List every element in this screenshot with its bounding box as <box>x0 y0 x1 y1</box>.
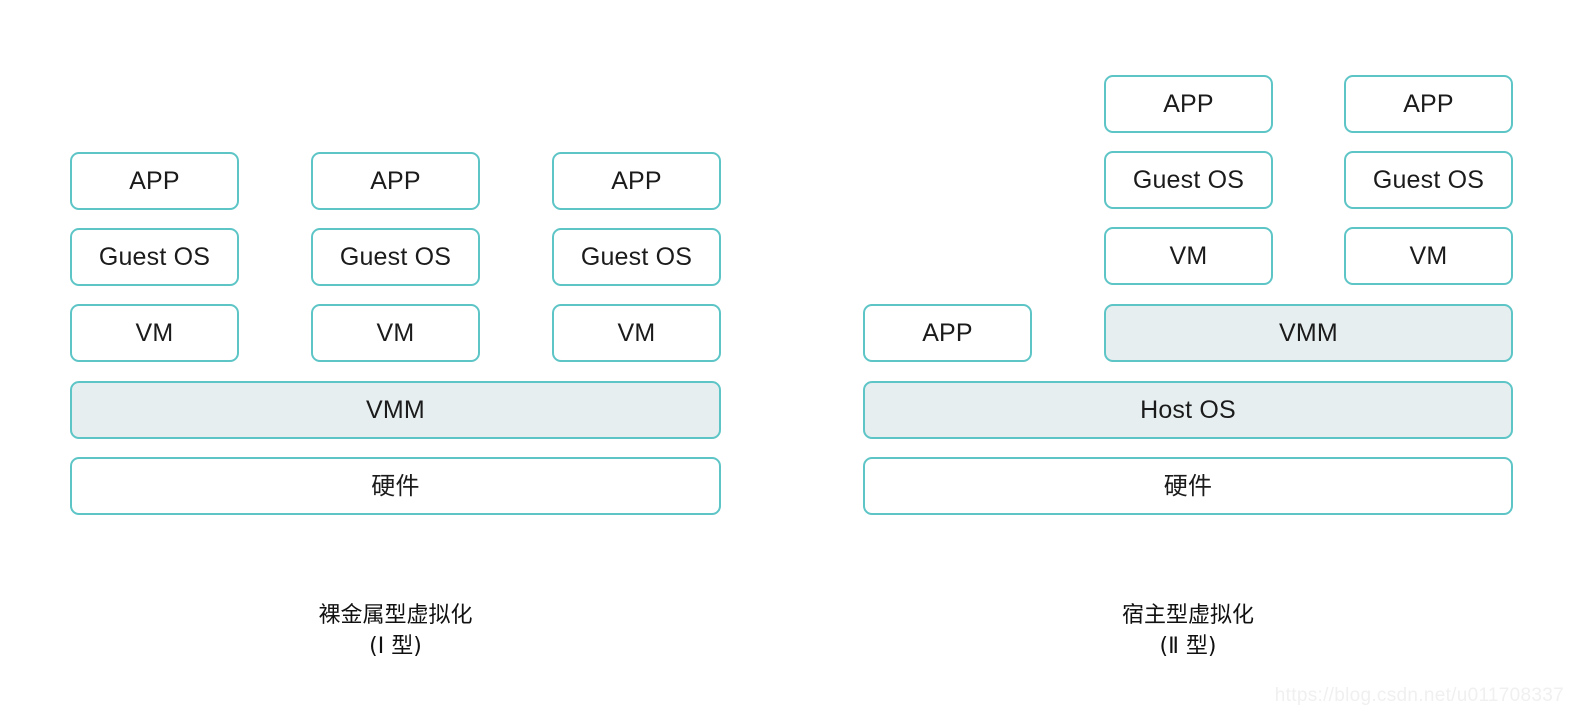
left-hardware-label: 硬件 <box>371 472 420 500</box>
left-caption-line2: (Ⅰ 型) <box>369 634 422 659</box>
left-stack3-guest-os-label: Guest OS <box>580 242 693 271</box>
left-stack2-app-box[interactable]: APP <box>311 152 480 210</box>
right-stack2-vm-box[interactable]: VM <box>1344 227 1513 285</box>
left-stack2-vm-label: VM <box>376 318 415 347</box>
right-stack1-guest-os-box[interactable]: Guest OS <box>1104 151 1273 209</box>
right-host-os-box[interactable]: Host OS <box>863 381 1513 439</box>
left-stack1-vm-box[interactable]: VM <box>70 304 239 362</box>
left-stack2-guest-os-box[interactable]: Guest OS <box>311 228 480 286</box>
left-stack1-app-box[interactable]: APP <box>70 152 239 210</box>
right-host-os-label: Host OS <box>1140 395 1236 424</box>
right-stack1-app-label: APP <box>1163 89 1214 118</box>
left-stack3-app-label: APP <box>611 166 662 195</box>
left-stack1-guest-os-box[interactable]: Guest OS <box>70 228 239 286</box>
left-vmm-box[interactable]: VMM <box>70 381 721 439</box>
right-stack2-app-label: APP <box>1403 89 1454 118</box>
right-stack2-vm-label: VM <box>1409 241 1448 270</box>
left-hardware-box[interactable]: 硬件 <box>70 457 721 515</box>
right-stack1-vm-box[interactable]: VM <box>1104 227 1273 285</box>
right-stack1-vm-label: VM <box>1169 241 1208 270</box>
left-stack1-guest-os-label: Guest OS <box>98 242 211 271</box>
left-vmm-label: VMM <box>366 395 425 424</box>
right-stack2-app-box[interactable]: APP <box>1344 75 1513 133</box>
left-stack3-vm-label: VM <box>617 318 656 347</box>
left-stack3-app-box[interactable]: APP <box>552 152 721 210</box>
right-caption-line1: 宿主型虚拟化 <box>1121 603 1254 628</box>
left-caption: 裸金属型虚拟化 (Ⅰ 型) <box>70 600 721 662</box>
right-caption: 宿主型虚拟化 (Ⅱ 型) <box>863 600 1513 662</box>
right-caption-line2: (Ⅱ 型) <box>1159 634 1217 659</box>
right-vmm-label: VMM <box>1279 318 1338 347</box>
right-stack2-guest-os-box[interactable]: Guest OS <box>1344 151 1513 209</box>
right-native-app-label: APP <box>922 318 973 347</box>
left-stack1-vm-label: VM <box>135 318 174 347</box>
right-stack2-guest-os-label: Guest OS <box>1372 165 1485 194</box>
right-vmm-box[interactable]: VMM <box>1104 304 1513 362</box>
left-stack2-guest-os-label: Guest OS <box>339 242 452 271</box>
left-stack2-vm-box[interactable]: VM <box>311 304 480 362</box>
left-stack1-app-label: APP <box>129 166 180 195</box>
left-stack3-guest-os-box[interactable]: Guest OS <box>552 228 721 286</box>
right-hardware-label: 硬件 <box>1163 472 1213 500</box>
right-native-app-box[interactable]: APP <box>863 304 1032 362</box>
right-stack1-app-box[interactable]: APP <box>1104 75 1273 133</box>
right-stack1-guest-os-label: Guest OS <box>1132 165 1245 194</box>
right-hardware-box[interactable]: 硬件 <box>863 457 1513 515</box>
left-caption-line1: 裸金属型虚拟化 <box>318 603 473 628</box>
left-stack2-app-label: APP <box>370 166 421 195</box>
watermark: https://blog.csdn.net/u011708337 <box>1274 685 1564 706</box>
left-stack3-vm-box[interactable]: VM <box>552 304 721 362</box>
